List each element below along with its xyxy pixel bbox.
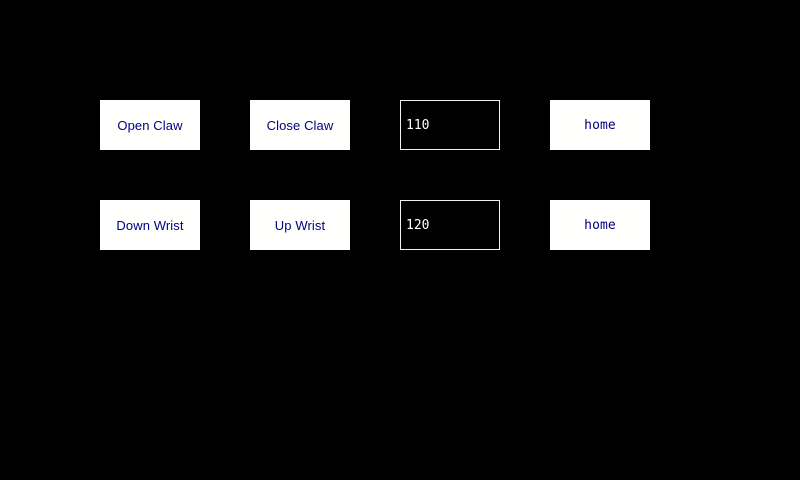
close-claw-button[interactable]: Close Claw [250, 100, 350, 150]
wrist-home-button[interactable]: home [550, 200, 650, 250]
claw-home-button[interactable]: home [550, 100, 650, 150]
close-claw-button-label: Close Claw [266, 117, 334, 133]
claw-home-button-label: home [584, 117, 616, 133]
wrist-home-button-label: home [584, 217, 616, 233]
wrist-value-text: 120 [406, 217, 430, 233]
up-wrist-button-label: Up Wrist [274, 217, 326, 233]
open-claw-button-label: Open Claw [117, 117, 183, 133]
down-wrist-button[interactable]: Down Wrist [100, 200, 200, 250]
wrist-value-input[interactable]: 120 [400, 200, 500, 250]
open-claw-button[interactable]: Open Claw [100, 100, 200, 150]
down-wrist-button-label: Down Wrist [116, 217, 184, 233]
up-wrist-button[interactable]: Up Wrist [250, 200, 350, 250]
claw-value-text: 110 [406, 117, 430, 133]
claw-value-input[interactable]: 110 [400, 100, 500, 150]
